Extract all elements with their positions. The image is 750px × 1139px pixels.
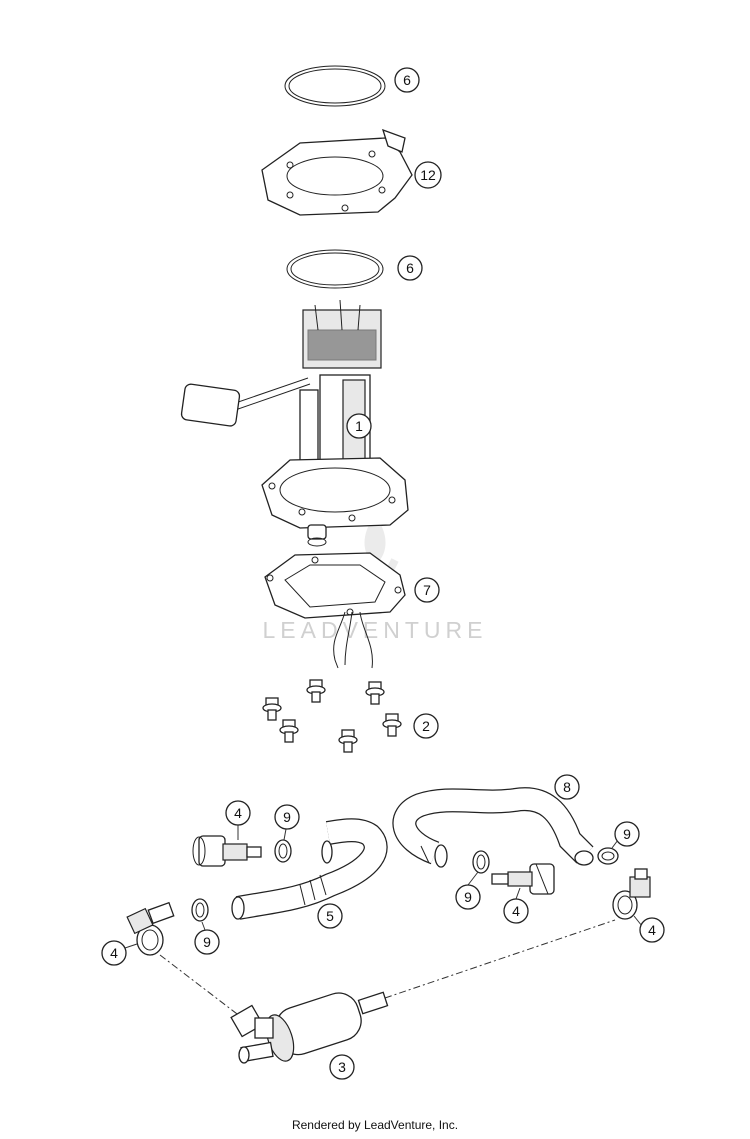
o-ring-top [284, 65, 386, 107]
wire-harness [333, 611, 373, 669]
hose-clamps [191, 839, 619, 922]
svg-text:6: 6 [406, 260, 414, 276]
callout-9-upper-left: 9 [274, 804, 300, 841]
svg-text:12: 12 [420, 167, 436, 183]
svg-text:7: 7 [423, 582, 431, 598]
svg-text:9: 9 [203, 934, 211, 950]
svg-text:8: 8 [563, 779, 571, 795]
fuel-filter [159, 919, 616, 1064]
svg-text:9: 9 [283, 809, 291, 825]
quick-connectors [126, 835, 651, 956]
svg-text:6: 6 [403, 72, 411, 88]
callout-4-middle-right: 4 [503, 887, 529, 924]
flange-plate [261, 128, 413, 216]
callout-1: 1 [346, 413, 372, 439]
callout-9-far-right: 9 [611, 821, 640, 849]
svg-text:4: 4 [648, 922, 656, 938]
callout-12: 12 [414, 161, 442, 189]
callout-2: 2 [413, 713, 439, 739]
callout-4-lower-right: 4 [633, 915, 665, 943]
svg-text:3: 3 [338, 1059, 346, 1075]
fuel-hose-right [392, 787, 594, 868]
svg-text:9: 9 [464, 889, 472, 905]
svg-text:5: 5 [326, 908, 334, 924]
callout-7: 7 [414, 577, 440, 603]
svg-text:2: 2 [422, 718, 430, 734]
callout-5: 5 [317, 903, 343, 929]
o-ring-middle [286, 249, 384, 289]
watermark-text: LEADVENTURE [263, 617, 488, 643]
rendered-by-footer: Rendered by LeadVenture, Inc. [291, 1118, 459, 1132]
svg-text:9: 9 [623, 826, 631, 842]
callout-9-lower-left: 9 [194, 921, 220, 955]
callout-6-top: 6 [394, 67, 420, 93]
fuel-pump-assembly [180, 299, 409, 547]
svg-text:4: 4 [110, 945, 118, 961]
callout-9-middle-right: 9 [455, 871, 481, 910]
callout-6-middle: 6 [397, 255, 423, 281]
bolts [262, 679, 402, 753]
fuel-hose-left [231, 818, 388, 920]
callout-8: 8 [554, 774, 580, 800]
callout-3: 3 [329, 1054, 355, 1080]
callout-4-lower-left: 4 [101, 940, 138, 966]
pump-gasket [264, 552, 406, 619]
svg-text:4: 4 [234, 805, 242, 821]
callout-4-upper-left: 4 [225, 800, 251, 840]
svg-text:1: 1 [355, 418, 363, 434]
svg-text:4: 4 [512, 903, 520, 919]
